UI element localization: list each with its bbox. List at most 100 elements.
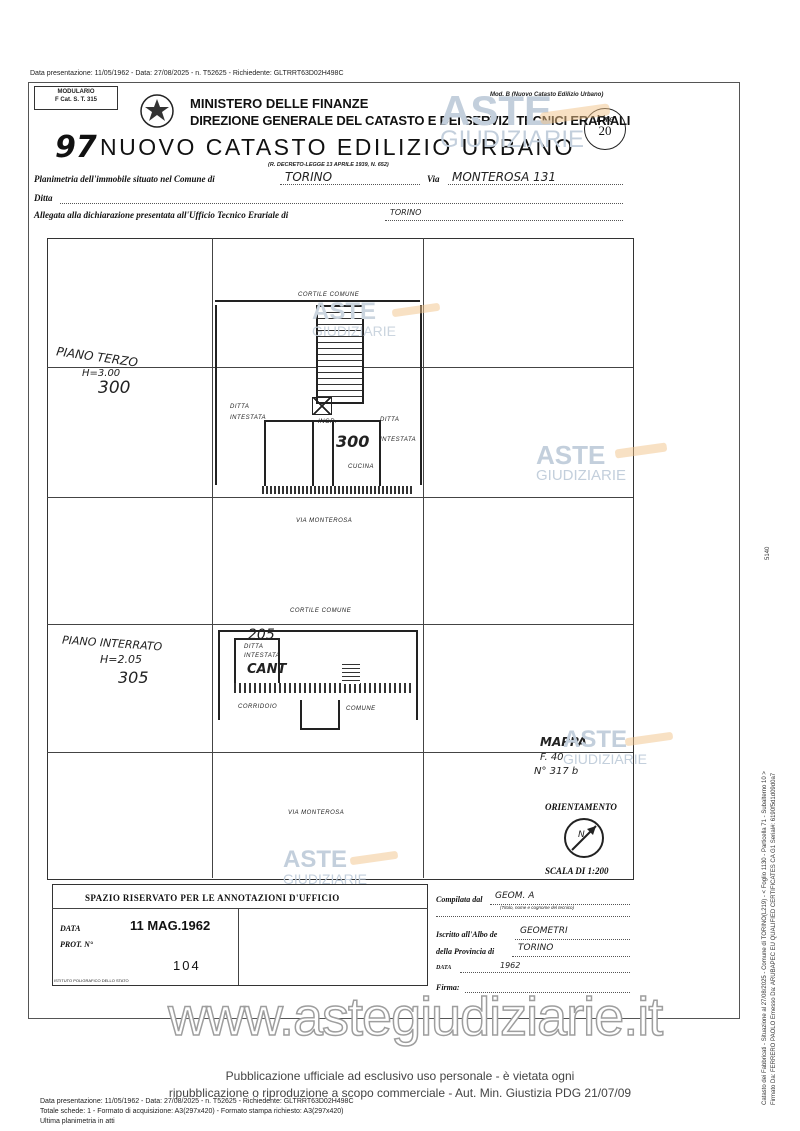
office-box-title: SPAZIO RISERVATO PER LE ANNOTAZIONI D'UF… (85, 893, 340, 903)
footer-line1: Data presentazione: 11/05/1962 - Data: 2… (40, 1098, 354, 1105)
corridor-hatch (234, 683, 414, 693)
floor-top-number: 300 (98, 378, 131, 398)
iscritto-label: Iscritto all'Albo de (436, 930, 498, 939)
aste-watermark-bottom-word: ASTE (283, 846, 348, 873)
floor-bottom-height: H=2.05 (100, 653, 142, 666)
mappa-label: MAPPA (540, 735, 588, 749)
printer-note: ISTITUTO POLIGRAFICO DELLO STATO (54, 978, 129, 983)
aste-watermark-top-sub: GIUDIZIARIE (440, 126, 585, 153)
cucina-label: CUCINA (348, 464, 375, 470)
aste-watermark-top: ASTE GIUDIZIARIE (440, 90, 584, 152)
north-letter: N (578, 830, 585, 840)
office-data-label: DATA (60, 924, 81, 933)
office-box-divider (52, 908, 428, 909)
side-vertical-mid: 5140 (765, 546, 771, 560)
compass-icon (562, 816, 606, 865)
via-label: Via (427, 174, 440, 184)
room-left (264, 420, 314, 494)
main-title: NUOVO CATASTO EDILIZIO URBANO (100, 134, 576, 160)
aste-watermark-right: ASTE GIUDIZIARIE (536, 442, 626, 483)
ditta-intestata-left: DITTA INTESTATA (230, 404, 267, 421)
aste-watermark-mappa-sub: GIUDIZIARIE (563, 751, 648, 767)
office-box-vdivider (238, 908, 239, 985)
floor-bottom-number: 305 (118, 668, 149, 687)
compilata-data-value: 1962 (500, 961, 521, 970)
footer-line2: Totale schede: 1 - Formato di acquisizio… (40, 1108, 344, 1115)
provincia-underline (512, 956, 630, 957)
orientamento-label: ORIENTAMENTO (545, 802, 617, 812)
disclaimer-line2: ripubblicazione o riproduzione a scopo c… (168, 1086, 632, 1100)
scale-label: SCALA DI 1:200 (545, 866, 609, 876)
compilata-underline2 (436, 916, 630, 917)
ministry-title: MINISTERO DELLE FINANZE (190, 96, 369, 111)
cellar-code: CANT (247, 662, 287, 677)
lower-stair (300, 700, 340, 730)
upper-courtyard-wall (215, 300, 420, 308)
via-value: MONTEROSA 131 (452, 170, 557, 184)
upper-room-number: 300 (336, 432, 370, 451)
office-prot-value: 104 (173, 958, 201, 973)
room-kitchen (332, 420, 381, 494)
lower-right-wall (416, 630, 418, 720)
firma-underline (465, 992, 630, 993)
provincia-value: TORINO (518, 943, 554, 953)
ditta-underline (60, 203, 623, 204)
aste-watermark-mappa-word: ASTE (563, 726, 628, 753)
elevator-shaft (312, 397, 332, 415)
grid-line-h3 (47, 624, 633, 625)
upper-left-wall (215, 305, 217, 485)
compilata-data-underline (460, 972, 630, 973)
ufficio-underline (385, 220, 623, 221)
mappa-foglio: F. 40 (540, 752, 564, 763)
ufficio-value: TORINO (390, 208, 422, 217)
form-frame (28, 82, 740, 1019)
aste-watermark-bottom: ASTE GIUDIZIARIE (283, 846, 367, 887)
corridor-label: CORRIDOIO (238, 704, 278, 710)
mappa-numero: N° 317 b (534, 766, 579, 777)
stair-core (316, 305, 364, 404)
form-number: 97 (55, 130, 97, 165)
aste-watermark-plan: ASTE GIUDIZIARIE (312, 300, 397, 339)
office-data-stamp: 11 MAG.1962 (130, 918, 211, 933)
disclaimer-line1: Pubblicazione ufficiale ad esclusivo uso… (225, 1069, 575, 1083)
comune-underline (280, 184, 420, 185)
cellar-label: DITTA INTESTATA (244, 644, 281, 659)
aste-watermark-right-sub: GIUDIZIARIE (536, 467, 627, 484)
republic-emblem-icon (138, 92, 176, 135)
aste-watermark-top-word: ASTE (440, 87, 553, 134)
iscritto-value: GEOMETRI (520, 926, 568, 936)
street-upper-label: VIA MONTEROSA (296, 518, 353, 524)
lower-courtyard-label: CORTILE COMUNE (290, 608, 352, 614)
lower-top-wall (218, 630, 418, 632)
compilata-data-label: DATA (436, 965, 452, 971)
office-box (52, 884, 428, 986)
grid-line-v2 (423, 238, 424, 878)
compilata-sub: (Titolo, nome e cognome del tecnico) (500, 905, 574, 910)
lower-stair-core (342, 662, 360, 684)
via-underline (448, 184, 623, 185)
lire-stamp-value: 20 (598, 123, 612, 138)
mod-label: Mod. B (Nuovo Catasto Edilizio Urbano) (490, 92, 604, 98)
ditta-intestata-right: DITTA INTESTATA (380, 417, 417, 443)
office-prot-label: PROT. N° (60, 940, 94, 949)
firma-label: Firma: (436, 983, 460, 992)
aste-watermark-mappa: ASTE GIUDIZIARIE (563, 726, 648, 767)
cellar-number: 205 (248, 627, 275, 643)
modulario-code: F Cat. S. T. 315 (54, 97, 97, 103)
upper-right-wall (420, 305, 422, 485)
grid-line-v1 (212, 238, 213, 878)
floor-top-height: H=3.00 (82, 368, 121, 379)
lower-left-wall (218, 630, 220, 720)
presentation-line: Data presentazione: 11/05/1962 - Data: 2… (30, 70, 344, 77)
street-lower-label: VIA MONTEROSA (288, 810, 345, 816)
grid-line-h2 (47, 497, 633, 498)
planimetria-label: Planimetria dell'immobile situato nel Co… (34, 174, 215, 184)
ditta-label: Ditta (34, 193, 53, 203)
aste-watermark-right-word: ASTE (536, 440, 606, 470)
aste-watermark-plan-sub: GIUDIZIARIE (312, 323, 397, 339)
ingresso-label: INGR. (318, 419, 338, 425)
allegata-label: Allegata alla dichiarazione presentata a… (34, 210, 289, 220)
balcony-hatch (262, 486, 412, 494)
side-vertical-main: Catasto dei Fabbricati - Situazione al 2… (762, 771, 768, 1105)
direction-title: DIREZIONE GENERALE DEL CATASTO E DEI SER… (190, 113, 631, 128)
